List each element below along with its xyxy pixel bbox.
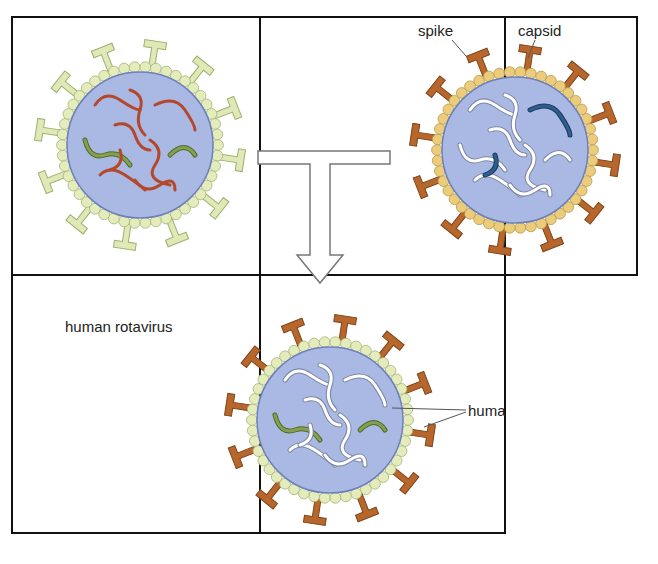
rna-segment <box>345 376 385 405</box>
virus-core <box>442 77 588 223</box>
spike-protein <box>386 461 419 494</box>
spike-protein <box>241 346 274 379</box>
rna-segment <box>490 129 525 155</box>
capsid-bead <box>588 145 599 156</box>
merge-arrow <box>258 151 390 283</box>
capsid-bead <box>57 140 68 151</box>
rna-segment <box>510 185 550 195</box>
capsid-bead <box>587 134 598 145</box>
rna-segment <box>110 150 121 170</box>
rna-segment <box>360 423 385 431</box>
capsid-bead <box>432 155 443 166</box>
rna-segment <box>100 170 145 190</box>
rna-segment <box>85 140 130 165</box>
part-label: huma <box>468 402 506 420</box>
spike-shape <box>426 76 459 109</box>
animal-rotavirus-particle <box>410 45 621 256</box>
rna-segment <box>340 415 360 460</box>
rna-segment-outline <box>485 155 496 175</box>
virus-core <box>67 72 213 218</box>
rna-segment-outline <box>545 153 570 161</box>
spike-protein <box>426 76 459 109</box>
capsid-bead <box>319 492 330 503</box>
capsid-bead <box>57 129 68 140</box>
part-label: spike <box>418 22 453 40</box>
capsid-bead <box>432 145 443 156</box>
rna-segment <box>525 145 545 190</box>
rna-segment <box>170 148 195 156</box>
rna-segment <box>305 399 340 425</box>
capsid-bead <box>140 217 151 228</box>
capsid-bead <box>140 62 151 73</box>
rna-segment-outline <box>85 140 130 165</box>
capsid-bead <box>319 337 330 348</box>
capsid-bead <box>515 222 526 233</box>
capsid-bead <box>402 425 413 436</box>
rna-segment <box>545 153 570 161</box>
spike-shape <box>571 191 604 224</box>
capsid-bead <box>587 155 598 166</box>
virus-caption: human rotavirus <box>65 318 173 336</box>
rna-segment <box>485 155 496 175</box>
spike-shape <box>196 186 229 219</box>
rna-segment-outline <box>170 148 195 156</box>
grid-frames <box>12 17 637 533</box>
capsid-bead <box>247 425 258 436</box>
rna-segment <box>135 180 175 190</box>
spike-protein <box>196 186 229 219</box>
capsid-bead <box>247 404 258 415</box>
rna-segment <box>95 96 140 110</box>
part-label: capsid <box>518 22 561 40</box>
capsid-bead <box>57 150 68 161</box>
capsid-bead <box>504 67 515 78</box>
rna-segment <box>300 425 311 445</box>
rna-segment <box>115 124 150 150</box>
capsid-bead <box>247 415 258 426</box>
capsid-bead <box>504 222 515 233</box>
rna-segment <box>285 371 330 385</box>
capsid-bead <box>212 129 223 140</box>
virus-core <box>257 347 403 493</box>
spike-protein <box>51 71 84 104</box>
capsid-bead <box>330 492 341 503</box>
rna-segment-outline <box>300 425 311 445</box>
rna-segment <box>325 455 365 465</box>
capsid-bead <box>403 415 414 426</box>
rna-segment-outline <box>285 371 330 385</box>
capsid-bead <box>212 150 223 161</box>
capsid-bead <box>129 217 140 228</box>
spike-shape <box>51 71 84 104</box>
rna-segment <box>530 106 570 135</box>
reassortant-virus-particle <box>225 315 436 526</box>
rna-segment <box>155 101 195 130</box>
capsid-bead <box>129 62 140 73</box>
rna-segment-outline <box>525 145 545 190</box>
rna-segment-outline <box>325 455 365 465</box>
rna-segment-outline <box>490 129 525 155</box>
rna-segment <box>470 101 515 115</box>
capsid-bead <box>515 67 526 78</box>
rna-segment-outline <box>345 376 385 405</box>
spike-shape <box>386 461 419 494</box>
rna-segment-outline <box>305 399 340 425</box>
rna-segment-outline <box>530 106 570 135</box>
rna-segment-outline <box>360 423 385 431</box>
rna-segment-outline <box>470 101 515 115</box>
capsid-bead <box>402 404 413 415</box>
rna-segment <box>150 140 170 185</box>
spike-protein <box>571 191 604 224</box>
leader-lines <box>392 40 535 427</box>
capsid-bead <box>432 134 443 145</box>
spike-shape <box>241 346 274 379</box>
rna-segment-outline <box>510 185 550 195</box>
rna-segment-outline <box>340 415 360 460</box>
capsid-bead <box>330 337 341 348</box>
capsid-bead <box>213 140 224 151</box>
human-rotavirus-particle <box>35 40 246 251</box>
